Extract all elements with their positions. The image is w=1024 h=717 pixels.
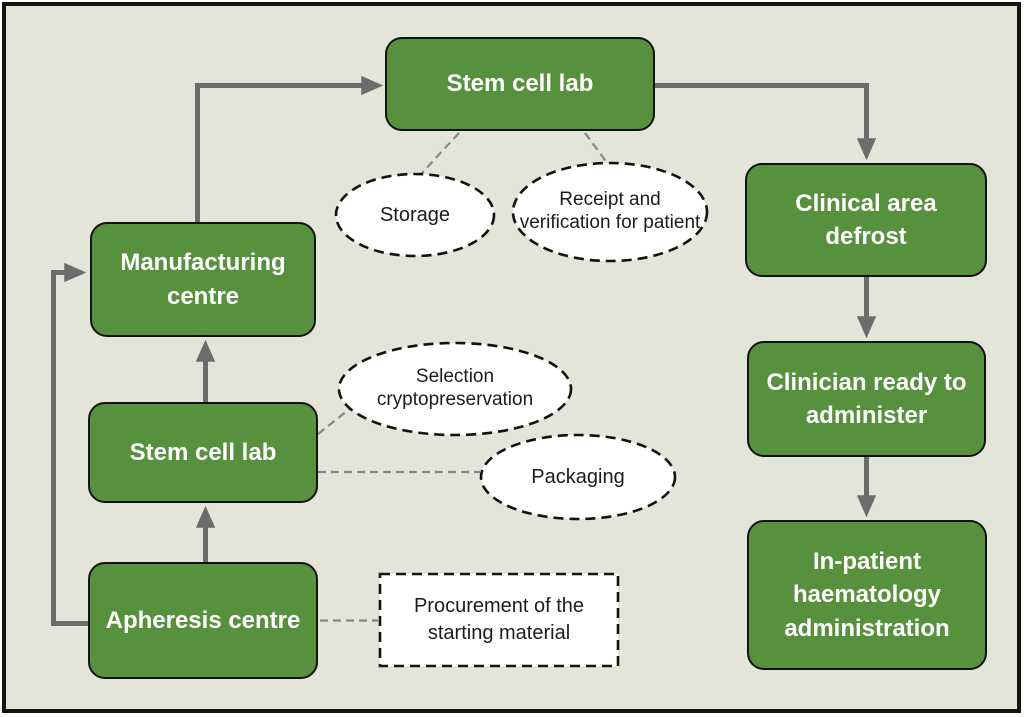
node-label: Clinician ready to administer <box>766 368 967 429</box>
arrow-apheresis-bypass-to-manufacturing <box>51 262 90 626</box>
storage-ellipse <box>334 172 496 258</box>
annotation-packaging: Packaging <box>488 457 668 497</box>
connector-stem-cell-lab-top-to-storage <box>419 132 460 176</box>
arrow-stem-cell-lab-top-to-clinical-area-defrost <box>655 83 877 161</box>
node-label: Stem cell lab <box>129 438 277 466</box>
node-stem-cell-lab-left: Stem cell lab <box>88 402 318 503</box>
annotation-label: Receipt and verification for patient <box>519 189 701 233</box>
node-stem-cell-lab-top: Stem cell lab <box>385 37 655 131</box>
node-in-patient-haematology: In-patient haematology administration <box>747 520 987 670</box>
node-clinician-ready: Clinician ready to administer <box>747 341 986 457</box>
connector-stem-cell-lab-top-to-receipt <box>584 132 609 165</box>
annotation-selection-cryptopreservation: Selection cryptopreservation <box>346 355 564 423</box>
receipt-ellipse <box>511 161 709 263</box>
annotation-storage: Storage <box>345 195 485 235</box>
annotation-procurement: Procurement of the starting material <box>388 578 610 662</box>
node-label: Manufacturing centre <box>120 249 286 310</box>
annotation-label: Selection cryptopreservation <box>376 366 534 410</box>
node-apheresis-centre: Apheresis centre <box>88 562 318 679</box>
arrow-manufacturing-to-stem-cell-lab-top <box>195 75 384 222</box>
node-label: Clinical area defrost <box>795 189 937 250</box>
procurement-rect <box>378 572 620 668</box>
connector-stem-cell-lab-left-to-selection <box>317 406 353 435</box>
node-label: In-patient haematology administration <box>784 548 950 642</box>
annotation-receipt-verification: Receipt and verification for patient <box>518 168 702 256</box>
node-clinical-area-defrost: Clinical area defrost <box>745 163 987 277</box>
node-label: Apheresis centre <box>105 606 301 634</box>
annotation-label: Procurement of the starting material <box>413 595 585 644</box>
node-manufacturing-centre: Manufacturing centre <box>90 222 316 337</box>
node-label: Stem cell lab <box>446 70 594 98</box>
annotation-label: Packaging <box>531 466 625 488</box>
selection-ellipse <box>337 341 573 437</box>
packaging-ellipse <box>479 433 677 521</box>
annotation-label: Storage <box>379 204 451 226</box>
